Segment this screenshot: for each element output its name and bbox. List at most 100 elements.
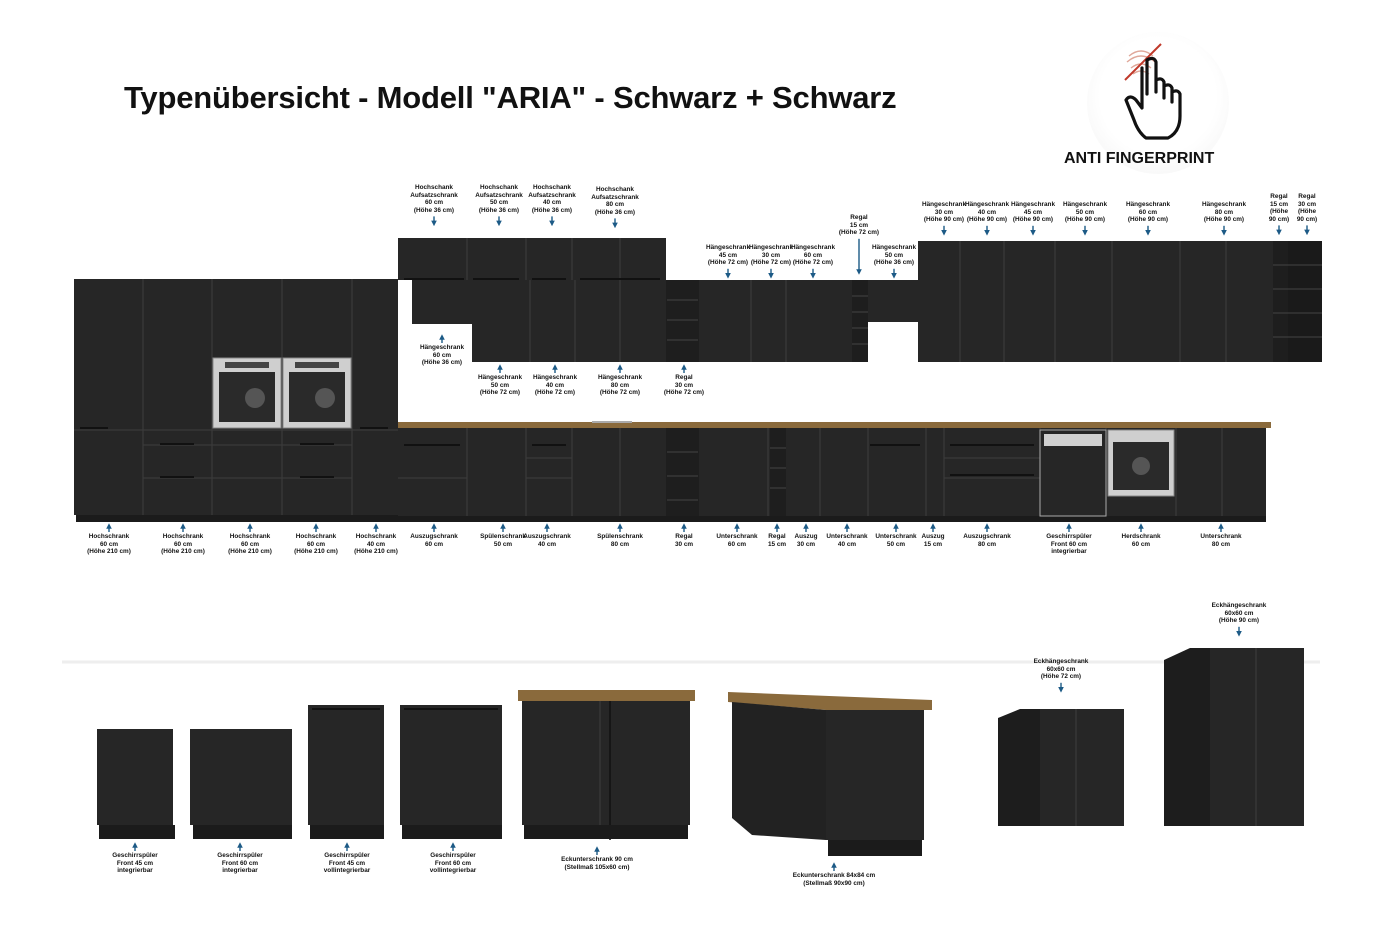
label-line: 40 cm	[537, 540, 557, 548]
label-line: Geschirrspüler	[324, 852, 370, 859]
corner-base-cabinet-84	[728, 692, 932, 856]
label-eckunterschrank-90: Eckunterschrank 90 cm(Stellmaß 105x60 cm…	[561, 856, 633, 871]
label-line: vollintegrierbar	[323, 867, 371, 875]
label-line: Front 60 cm	[1050, 540, 1088, 548]
label-line: Eckunterschrank 84x84 cm	[792, 872, 876, 879]
label-line: (Höhe 72 cm)	[838, 229, 880, 237]
label-line: (Höhe 72 cm)	[534, 389, 576, 397]
label-line: 45 cm	[1023, 208, 1043, 216]
label-line: (Stellmaß 105x60 cm)	[564, 863, 630, 871]
single-dishwasher-full-45	[308, 705, 384, 839]
label-line: 40 cm	[366, 540, 386, 548]
corner-wall-cabinet-90	[1164, 648, 1304, 826]
label-line: 60 cm	[727, 540, 747, 548]
label-line: Hochschank	[595, 186, 634, 193]
label-line: Aufsatzschrank	[591, 193, 639, 201]
label-line: 30 cm	[674, 381, 694, 389]
label-line: 60 cm	[306, 540, 326, 548]
label-line: 60 cm	[240, 540, 260, 548]
label-line: (Höhe 90 cm)	[966, 216, 1008, 224]
label-line: Front 60 cm	[221, 859, 259, 867]
label-line: (Höhe	[1269, 208, 1289, 216]
label-line: Hängeschrank	[1201, 201, 1247, 208]
label-line: Unterschrank	[1200, 533, 1242, 540]
label-line: Geschirrspüler	[430, 852, 476, 859]
label-line: 30 cm	[761, 251, 781, 259]
label-line: Hochschrank	[229, 533, 271, 540]
label-line: Auszug	[794, 533, 818, 540]
label-line: (Höhe 36 cm)	[478, 206, 520, 214]
label-line: 80 cm	[1214, 208, 1234, 216]
label-line: 80 cm	[610, 381, 630, 389]
label-line: Spülenschrank	[480, 533, 526, 540]
label-line: 60 cm	[173, 540, 193, 548]
label-line: 80 cm	[1211, 540, 1231, 548]
label-line: 50 cm	[1075, 208, 1095, 216]
label-line: Hängeschrank	[419, 344, 465, 351]
label-line: Hängeschrank	[705, 244, 751, 251]
label-line: Hängeschrank	[1125, 201, 1171, 208]
label-line: (Höhe 90 cm)	[1064, 216, 1106, 224]
label-line: Herdschrank	[1121, 533, 1161, 540]
oven	[282, 357, 352, 429]
built-in-oven	[1107, 429, 1175, 497]
oven	[212, 357, 282, 429]
anti-fingerprint-label: ANTI FINGERPRINT	[1064, 150, 1215, 167]
label-line: Aufsatzschrank	[410, 191, 458, 199]
label-line: Hochschrank	[162, 533, 204, 540]
label-line: (Höhe 210 cm)	[161, 548, 205, 556]
label-line: Hängeschrank	[1010, 201, 1056, 208]
label-line: 80 cm	[977, 540, 997, 548]
label-line: Regal	[675, 533, 693, 540]
label-line: 90 cm)	[1296, 215, 1318, 223]
label-line: (Höhe 36 cm)	[531, 206, 573, 214]
label-line: 60 cm	[1138, 208, 1158, 216]
label-line: Front 45 cm	[328, 859, 366, 867]
label-line: Hängeschrank	[748, 244, 794, 251]
label-line: 15 cm	[767, 540, 787, 548]
label-line: 50 cm	[886, 540, 906, 548]
label-line: Auszug	[921, 533, 945, 540]
label-line: Hochschrank	[295, 533, 337, 540]
label-line: 60 cm	[803, 251, 823, 259]
label-line: (Höhe 90 cm)	[1012, 216, 1054, 224]
label-line: Hochschank	[414, 184, 453, 191]
label-line: Spülenschrank	[597, 533, 643, 540]
hand-no-fingerprint-icon	[1124, 43, 1182, 140]
label-line: (Höhe 210 cm)	[294, 548, 338, 556]
label-line: 15 cm	[849, 221, 869, 229]
label-line: integrierbar	[222, 867, 258, 875]
label-line: Unterschrank	[716, 533, 758, 540]
label-line: (Höhe 72 cm)	[599, 389, 641, 397]
label-line: Geschirrspüler	[1046, 533, 1092, 540]
label-line: 30 cm	[674, 540, 694, 548]
label-line: (Höhe	[1297, 208, 1317, 216]
label-line: Unterschrank	[875, 533, 917, 540]
label-line: Eckhängeschrank	[1033, 658, 1089, 665]
label-line: Eckunterschrank 90 cm	[561, 856, 633, 863]
label-line: Regal	[1270, 193, 1288, 200]
